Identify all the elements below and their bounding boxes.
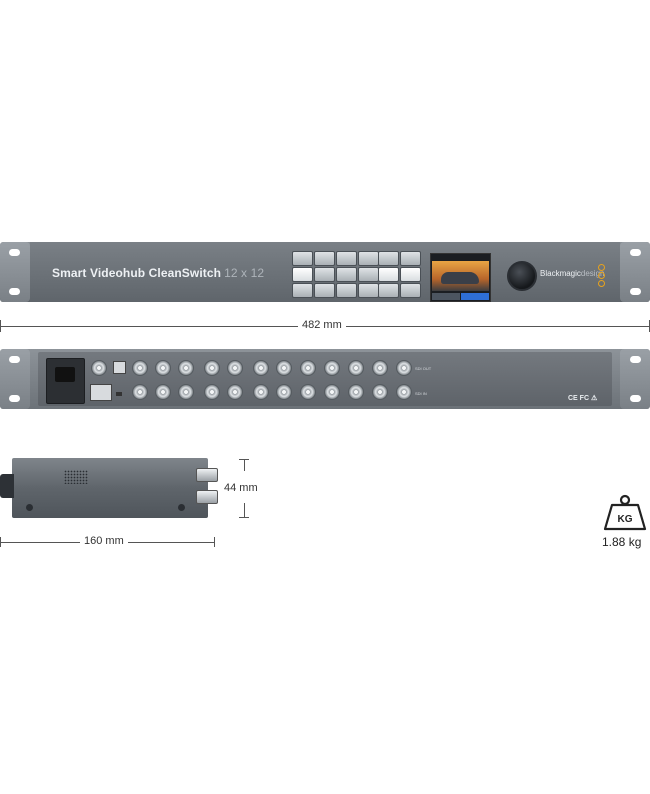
number-key[interactable] <box>358 267 379 282</box>
iec-power-socket-icon[interactable] <box>46 358 85 404</box>
bnc-connector-icon[interactable] <box>324 360 340 376</box>
side-bnc-connector-icon <box>196 490 218 504</box>
number-key[interactable] <box>292 251 313 266</box>
bnc-connector-icon[interactable] <box>155 384 171 400</box>
bnc-connector-icon[interactable] <box>91 360 107 376</box>
bnc-connector-icon[interactable] <box>300 360 316 376</box>
number-key[interactable] <box>292 267 313 282</box>
rack-hole-icon <box>9 249 20 256</box>
depth-dimension-label: 160 mm <box>80 535 128 547</box>
bnc-connector-icon[interactable] <box>204 384 220 400</box>
function-key[interactable] <box>378 251 399 266</box>
product-size-label: 12 x 12 <box>224 266 265 280</box>
bnc-connector-icon[interactable] <box>372 384 388 400</box>
lcd-destination-bar <box>461 293 489 300</box>
screw-icon <box>26 504 33 511</box>
function-key[interactable] <box>400 267 421 282</box>
certification-marks: CE FC ⚠ <box>568 395 598 402</box>
bnc-connector-icon[interactable] <box>204 360 220 376</box>
control-knob-icon[interactable] <box>507 261 537 291</box>
weight-icon: KG <box>603 494 647 537</box>
width-dimension-label: 482 mm <box>298 319 346 331</box>
bnc-connector-icon[interactable] <box>276 360 292 376</box>
rack-hole-icon <box>630 249 641 256</box>
right-rack-ear <box>620 349 650 409</box>
rack-hole-icon <box>630 395 641 402</box>
dimension-tick <box>239 517 249 518</box>
left-rack-ear <box>0 242 30 302</box>
product-name-text: Smart Videohub CleanSwitch <box>52 266 222 280</box>
bnc-connector-icon[interactable] <box>276 384 292 400</box>
number-key[interactable] <box>336 267 357 282</box>
height-dimension-line <box>244 503 245 517</box>
function-key[interactable] <box>400 283 421 298</box>
sdi-out-label: SDI OUT <box>415 366 432 371</box>
bnc-connector-icon[interactable] <box>227 360 243 376</box>
rack-hole-icon <box>630 288 641 295</box>
number-key[interactable] <box>336 283 357 298</box>
left-rack-ear <box>0 349 30 409</box>
rack-hole-icon <box>9 356 20 363</box>
side-front-knob <box>0 474 14 498</box>
bnc-connector-icon[interactable] <box>253 360 269 376</box>
bnc-connector-icon[interactable] <box>372 360 388 376</box>
side-view-chassis <box>12 458 208 518</box>
bnc-connector-icon[interactable] <box>396 360 412 376</box>
number-key[interactable] <box>314 251 335 266</box>
number-key[interactable] <box>336 251 357 266</box>
bnc-connector-icon[interactable] <box>348 384 364 400</box>
function-key[interactable] <box>400 251 421 266</box>
vent-grille-icon <box>64 470 88 484</box>
number-key[interactable] <box>314 283 335 298</box>
brand-light: design <box>580 269 605 278</box>
number-key[interactable] <box>292 283 313 298</box>
bnc-connector-icon[interactable] <box>132 360 148 376</box>
height-dimension-line <box>244 459 245 471</box>
number-key[interactable] <box>314 267 335 282</box>
function-key[interactable] <box>378 283 399 298</box>
screw-icon <box>178 504 185 511</box>
bnc-connector-icon[interactable] <box>227 384 243 400</box>
weight-label: 1.88 kg <box>602 535 642 549</box>
function-key[interactable] <box>378 267 399 282</box>
usb-port-icon[interactable] <box>113 361 126 374</box>
bnc-connector-icon[interactable] <box>132 384 148 400</box>
rack-hole-icon <box>9 395 20 402</box>
brand-logo-text: Blackmagicdesign <box>540 269 604 278</box>
bnc-connector-icon[interactable] <box>396 384 412 400</box>
ethernet-port-icon[interactable] <box>90 384 112 401</box>
reset-button-icon[interactable] <box>116 392 122 396</box>
sdi-in-label: SDI IN <box>415 391 427 396</box>
right-rack-ear <box>620 242 650 302</box>
brand-logo-icon <box>598 264 605 287</box>
weight-icon-text: KG <box>618 514 633 525</box>
lcd-source-bar <box>432 293 460 300</box>
bnc-connector-icon[interactable] <box>155 360 171 376</box>
number-key[interactable] <box>358 283 379 298</box>
rack-hole-icon <box>9 288 20 295</box>
dimension-tick <box>214 537 215 547</box>
height-dimension-label: 44 mm <box>220 482 262 494</box>
bnc-connector-icon[interactable] <box>348 360 364 376</box>
brand-main: Blackmagic <box>540 269 581 278</box>
bnc-connector-icon[interactable] <box>178 360 194 376</box>
bnc-connector-icon[interactable] <box>178 384 194 400</box>
lcd-screen-icon <box>430 253 491 302</box>
side-bnc-connector-icon <box>196 468 218 482</box>
bnc-connector-icon[interactable] <box>253 384 269 400</box>
bnc-connector-icon[interactable] <box>300 384 316 400</box>
lcd-car-image <box>441 272 479 284</box>
rack-hole-icon <box>630 356 641 363</box>
bnc-connector-icon[interactable] <box>324 384 340 400</box>
number-key[interactable] <box>358 251 379 266</box>
